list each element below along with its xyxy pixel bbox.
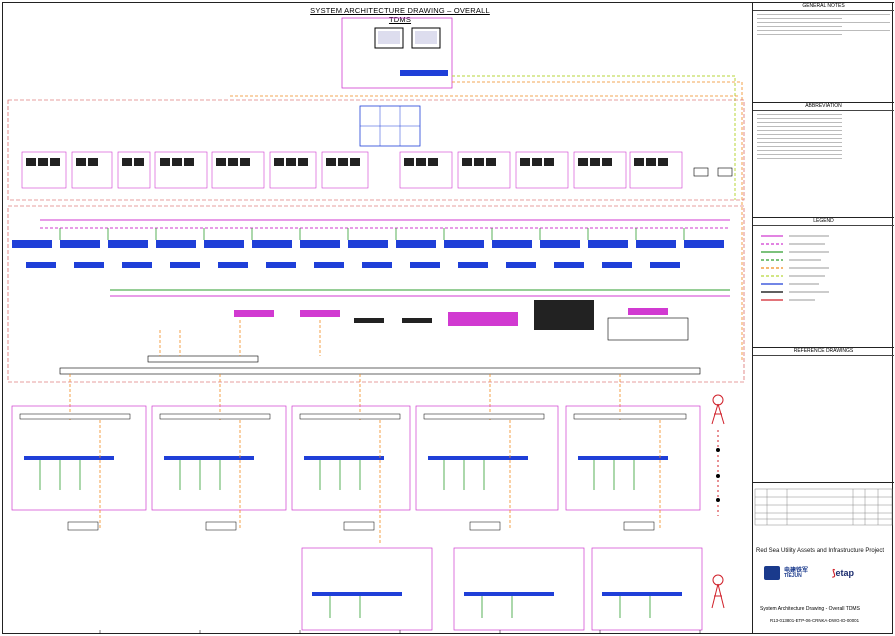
reference-drawings-section: REFERENCE DRAWINGS: [753, 347, 894, 482]
abbreviation-section: ABBREVIATION: [753, 102, 894, 217]
tiejun-logo-text-cn: 电建铁军: [784, 568, 809, 574]
operator-workstations: [21, 151, 683, 189]
revision-table: [754, 488, 893, 526]
server-rack-row: [12, 240, 724, 248]
revision-and-title-area: [753, 482, 894, 634]
video-wall: [359, 105, 421, 147]
control-room-region: [7, 99, 745, 201]
border-ticks: [99, 630, 701, 634]
legend-section: LEGEND: [753, 217, 894, 347]
switch-devices: [354, 300, 594, 330]
legend-heading: LEGEND: [753, 218, 894, 226]
title-block: GENERAL NOTES ABBREVIATION LEGEND: [752, 2, 894, 634]
tiejun-logo-text-en: TIEJUN: [784, 573, 802, 579]
general-notes-section: GENERAL NOTES: [753, 2, 894, 102]
firewall-devices: [234, 308, 668, 326]
substation-boxes-row-2: [301, 547, 703, 631]
workstation-screens: [26, 158, 668, 166]
remote-station-box: [341, 17, 453, 89]
general-notes-heading: GENERAL NOTES: [753, 3, 894, 11]
legend-symbols: [761, 235, 829, 301]
reference-drawings-heading: REFERENCE DRAWINGS: [753, 348, 894, 356]
equipment-room-region: [7, 205, 745, 383]
tiejun-logo-mark: [764, 566, 780, 580]
etap-logo: ⟆etap: [832, 568, 855, 578]
substation-boxes-row-1: [11, 405, 701, 511]
title-block-drawing-title: System Architecture Drawing - Overall TD…: [760, 606, 860, 612]
server-rack-row-2: [26, 262, 680, 268]
abbreviation-heading: ABBREVIATION: [753, 103, 894, 111]
architecture-diagram: [7, 17, 745, 634]
document-number: R13-013801-ETP-06-CRNKA-DWG-ID-00001: [770, 618, 860, 623]
backbone-bus: [59, 367, 701, 375]
printers: [693, 167, 733, 177]
project-name: Red Sea Utility Assets and Infrastructur…: [756, 548, 885, 554]
top-workstations: [374, 27, 448, 76]
drawing-title: SYSTEM ARCHITECTURE DRAWING – OVERALL TD…: [310, 6, 490, 24]
